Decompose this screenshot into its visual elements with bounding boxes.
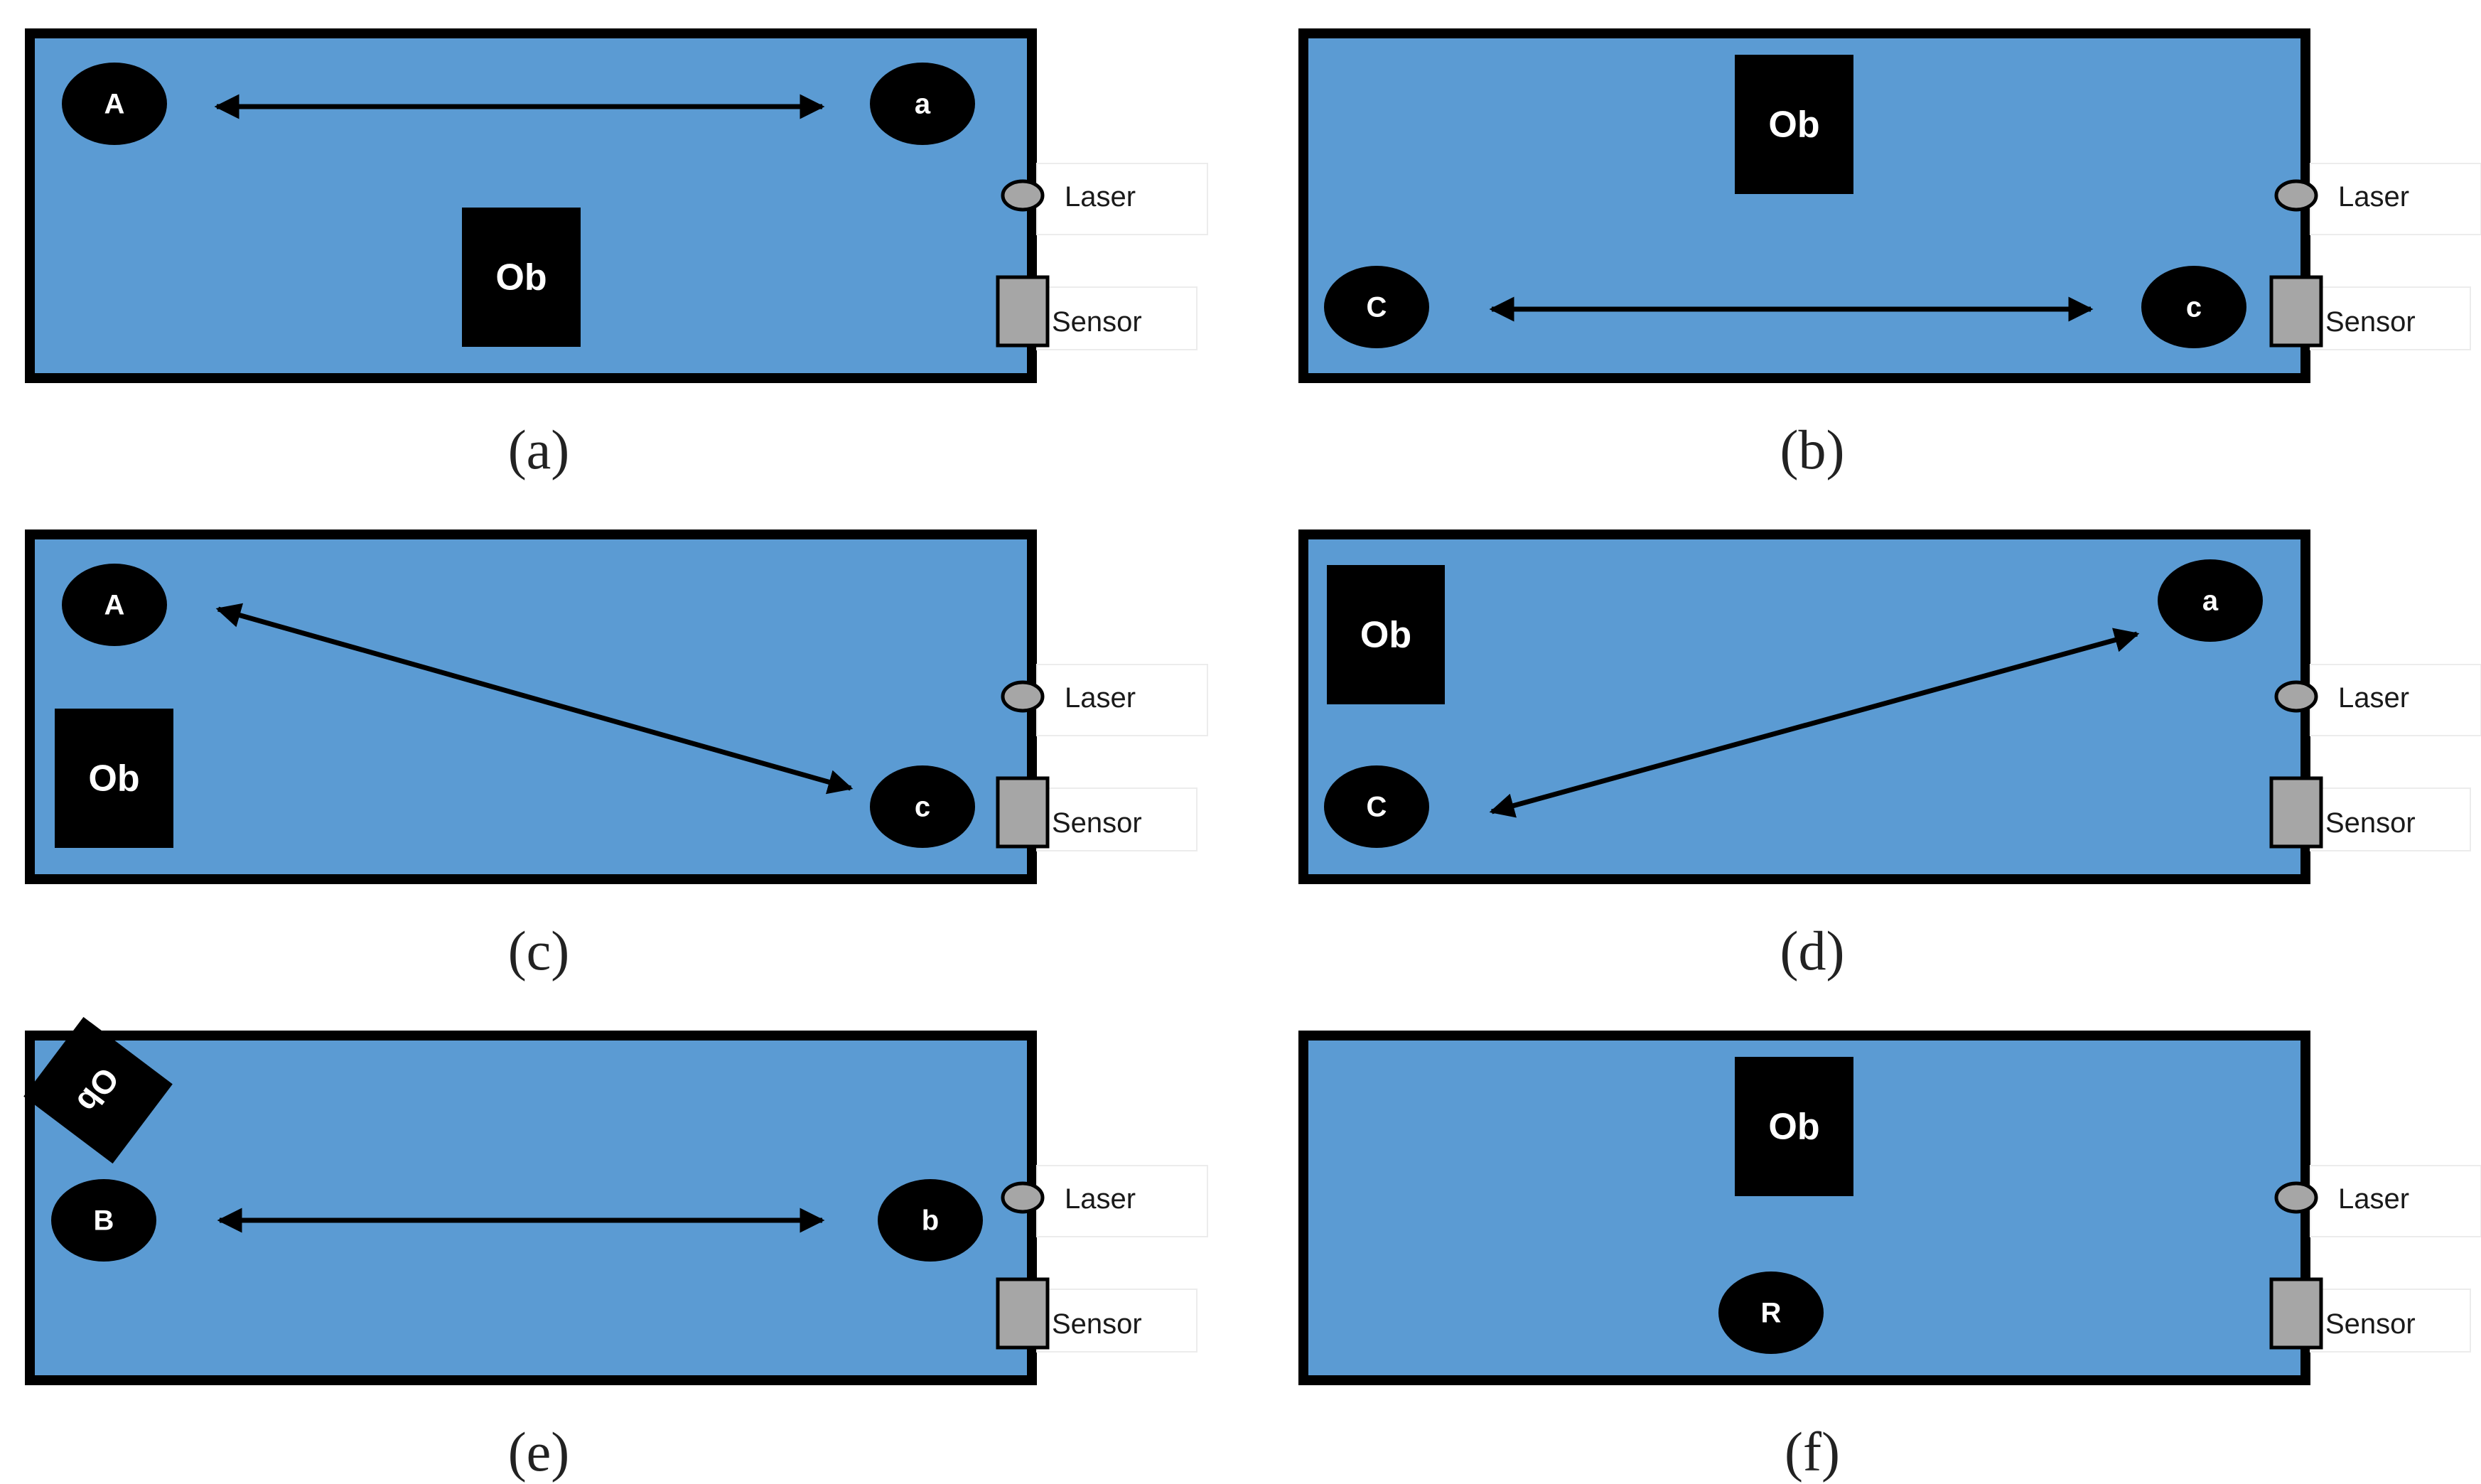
robot: a (2158, 559, 2263, 642)
robot-label: a (2202, 586, 2219, 617)
robot-label: c (915, 792, 930, 823)
sensor-label: Sensor (1052, 306, 1142, 338)
panel-caption: (c) (507, 920, 570, 982)
sensor-label-box (1036, 286, 1198, 350)
motion-arrow (1489, 628, 2140, 818)
robot-label: C (1367, 792, 1387, 823)
robot-label: b (922, 1205, 939, 1237)
panel-caption: (b) (1780, 419, 1845, 480)
laser-icon (2274, 179, 2318, 212)
laser-icon (1001, 1181, 1045, 1214)
laser-label: Laser (2338, 181, 2409, 213)
laser-label: Laser (2338, 682, 2409, 714)
laser-icon (2274, 1181, 2318, 1214)
sensor-label-box (1036, 1289, 1198, 1353)
laser-label-box (2310, 664, 2481, 736)
panel-caption: (d) (1780, 920, 1845, 982)
robot-label: a (915, 89, 931, 120)
sensor-icon (996, 275, 1050, 348)
laser-label-box (1036, 1165, 1208, 1237)
laser-icon (2274, 680, 2318, 713)
sensor-label: Sensor (1052, 807, 1142, 839)
sensor-label-box (1036, 787, 1198, 851)
laser-label-box (2310, 1165, 2481, 1237)
laser-label-box (1036, 664, 1208, 736)
robot: A (62, 63, 167, 145)
panel-caption: (a) (507, 419, 570, 480)
obstacle-label: Ob (1360, 615, 1411, 656)
laser-label-box (2310, 163, 2481, 235)
robot-label: C (1367, 292, 1387, 323)
obstacle: Ob (1327, 565, 1445, 704)
robot: b (878, 1179, 983, 1262)
robot: a (870, 63, 975, 145)
panel-caption: (f) (1785, 1421, 1840, 1483)
laser-icon (1001, 680, 1045, 713)
laser-label: Laser (1065, 181, 1136, 213)
robot: c (870, 765, 975, 848)
obstacle: Ob (1735, 1057, 1853, 1196)
robot-label: R (1761, 1298, 1782, 1329)
sensor-icon (2269, 776, 2323, 849)
panel-caption: (e) (507, 1421, 570, 1483)
sensor-icon (996, 776, 1050, 849)
robot-label: B (94, 1205, 114, 1237)
obstacle: Ob (23, 1016, 173, 1164)
sensor-label: Sensor (2325, 1308, 2416, 1340)
sensor-icon (2269, 275, 2323, 348)
obstacle-label: Ob (88, 758, 139, 800)
obstacle: Ob (1735, 55, 1853, 194)
laser-label-box (1036, 163, 1208, 235)
obstacle: Ob (462, 208, 581, 347)
sensor-label-box (2310, 787, 2471, 851)
obstacle-label: Ob (1768, 104, 1819, 146)
robot: R (1718, 1271, 1824, 1354)
robot: C (1324, 266, 1429, 348)
motion-arrow (215, 603, 854, 795)
obstacle: Ob (55, 709, 173, 848)
robot: A (62, 564, 167, 646)
obstacle-label: Ob (495, 257, 547, 299)
laser-label: Laser (2338, 1183, 2409, 1215)
robot-label: A (104, 590, 125, 621)
laser-label: Laser (1065, 1183, 1136, 1215)
arena (1298, 529, 2310, 884)
laser-label: Laser (1065, 682, 1136, 714)
robot-label: A (104, 89, 125, 120)
sensor-icon (996, 1277, 1050, 1350)
robot: c (2141, 266, 2246, 348)
robot-label: c (2186, 292, 2202, 323)
sensor-label-box (2310, 1289, 2471, 1353)
obstacle-label: Ob (1768, 1107, 1819, 1148)
sensor-icon (2269, 1277, 2323, 1350)
sensor-label: Sensor (2325, 306, 2416, 338)
laser-icon (1001, 179, 1045, 212)
sensor-label: Sensor (2325, 807, 2416, 839)
sensor-label-box (2310, 286, 2471, 350)
sensor-label: Sensor (1052, 1308, 1142, 1340)
robot: B (51, 1179, 156, 1262)
robot: C (1324, 765, 1429, 848)
